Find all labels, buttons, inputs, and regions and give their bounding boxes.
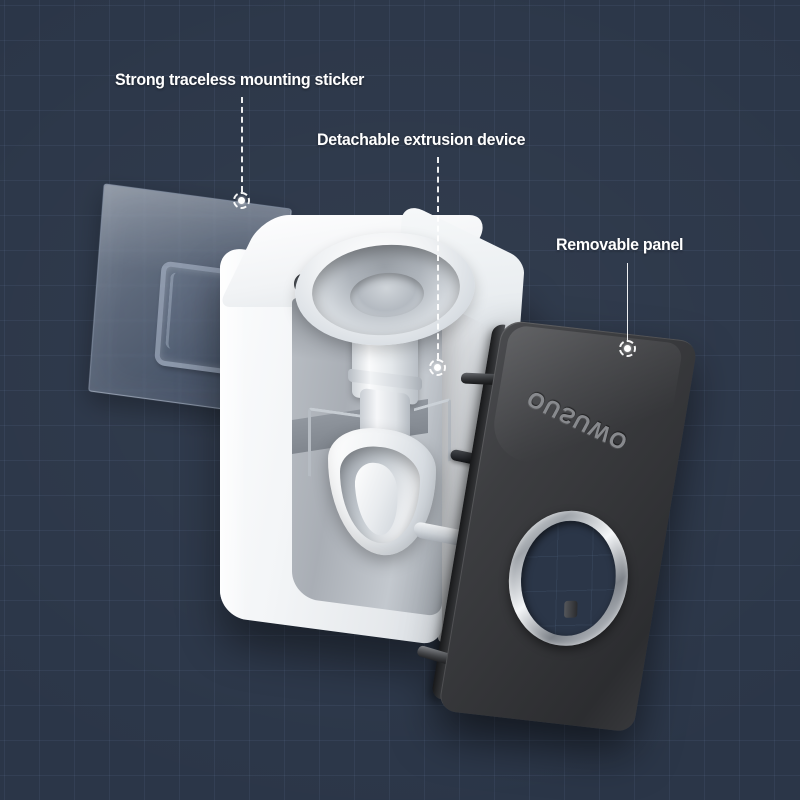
callout-label-extrusion-device: Detachable extrusion device [317, 130, 526, 149]
callout-marker-extrusion-device[interactable] [428, 358, 446, 376]
removable-panel-part: OUSUWO [415, 319, 699, 733]
leader-line-extrusion-device [437, 157, 439, 359]
callout-label-removable-panel: Removable panel [556, 235, 684, 254]
callout-marker-removable-panel[interactable] [618, 339, 636, 357]
dispenser-body-part [200, 200, 530, 655]
callout-marker-mounting-sticker[interactable] [232, 191, 250, 209]
callout-label-mounting-sticker: Strong traceless mounting sticker [115, 70, 365, 89]
leader-line-mounting-sticker [241, 97, 243, 192]
panel-ring-stub [564, 600, 578, 618]
leader-line-removable-panel [627, 263, 628, 340]
panel-highlight [488, 324, 684, 477]
